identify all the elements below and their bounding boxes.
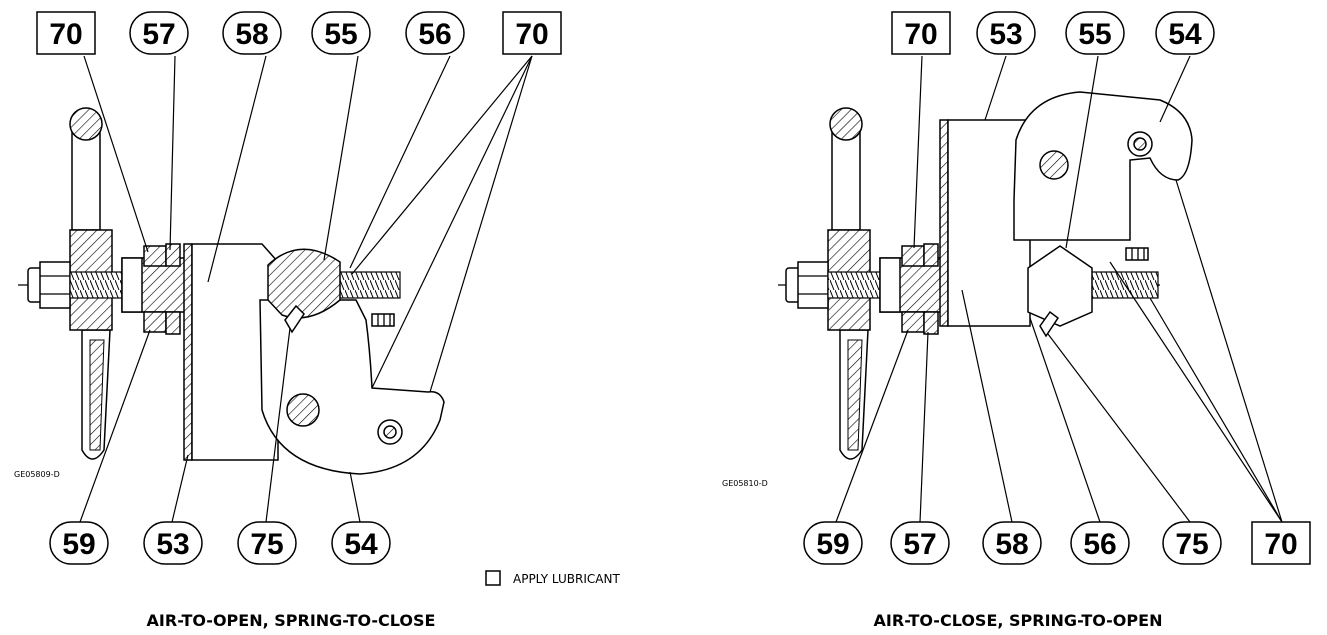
left-caption: AIR-TO-OPEN, SPRING-TO-CLOSE [147,611,436,630]
right-pivot-block [1027,245,1093,327]
right-lever-plate [1013,91,1193,241]
left-view: 70 57 58 55 56 70 [14,11,620,630]
right-drawing-id: GE05810-D [722,479,768,488]
right-callout-70-b: 70 [1251,521,1311,565]
svg-text:75: 75 [250,528,283,561]
svg-text:75: 75 [1175,528,1208,561]
svg-text:58: 58 [995,528,1028,561]
left-bracket-plate [183,243,193,461]
svg-text:54: 54 [1168,18,1202,51]
right-caption: AIR-TO-CLOSE, SPRING-TO-OPEN [874,611,1163,630]
left-callout-57: 57 [129,11,189,55]
svg-text:70: 70 [49,18,82,51]
right-view: 70 53 55 54 [722,11,1311,630]
left-callout-54: 54 [331,521,391,565]
right-callout-55: 55 [1065,11,1125,55]
left-callout-70-a: 70 [36,11,96,55]
svg-text:53: 53 [156,528,189,561]
svg-text:56: 56 [1083,528,1116,561]
svg-text:57: 57 [903,528,936,561]
svg-text:54: 54 [344,528,378,561]
legend: APPLY LUBRICANT [485,570,620,586]
right-callout-70: 70 [891,11,951,55]
svg-text:56: 56 [418,18,451,51]
left-callout-70-b: 70 [502,11,562,55]
svg-text:58: 58 [235,18,268,51]
svg-text:55: 55 [1078,18,1111,51]
left-lever-plate [259,299,445,475]
right-callout-53: 53 [976,11,1036,55]
right-callout-57: 57 [890,521,950,565]
left-callout-55: 55 [311,11,371,55]
svg-text:55: 55 [324,18,357,51]
right-end-nut [785,261,829,309]
svg-text:59: 59 [816,528,849,561]
svg-text:57: 57 [142,18,175,51]
left-handle [69,107,113,460]
right-callout-56: 56 [1070,521,1130,565]
right-bracket-plate [939,119,949,327]
svg-text:70: 70 [904,18,937,51]
left-callout-56: 56 [405,11,465,55]
svg-text:70: 70 [1264,528,1297,561]
right-callout-58: 58 [982,521,1042,565]
svg-text:70: 70 [515,18,548,51]
left-callout-75: 75 [237,521,297,565]
svg-text:59: 59 [62,528,95,561]
left-drawing-id: GE05809-D [14,470,60,479]
right-callout-75: 75 [1162,521,1222,565]
left-callout-59: 59 [49,521,109,565]
lubricant-symbol [485,570,501,586]
legend-label: APPLY LUBRICANT [513,572,620,586]
right-callout-54: 54 [1155,11,1215,55]
right-callout-59: 59 [803,521,863,565]
left-end-nut [27,261,71,309]
left-callout-58: 58 [222,11,282,55]
left-callout-53: 53 [143,521,203,565]
svg-text:53: 53 [989,18,1022,51]
left-pivot-block [267,248,341,319]
